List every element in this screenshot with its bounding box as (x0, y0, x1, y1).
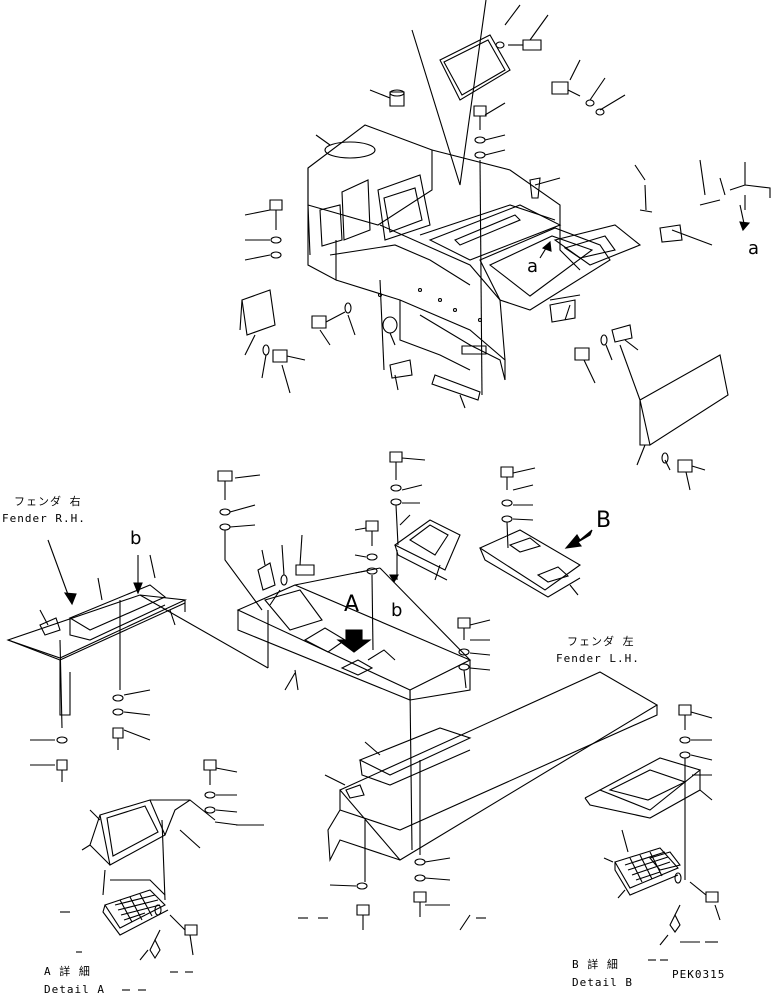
fender-lh (325, 672, 657, 930)
detail-b-label-jp: B 詳 細 (572, 958, 619, 971)
fender-lh-label-en: Fender L.H. (556, 652, 640, 665)
fender-rh-label-en: Fender R.H. (2, 512, 86, 525)
detail-b-label-en: Detail B (572, 976, 633, 989)
detail-a-label-jp: A 詳 細 (44, 965, 91, 978)
view-a-marker: A (344, 592, 360, 617)
ref-a-mid: a (527, 256, 539, 277)
ref-a-top: a (748, 238, 760, 259)
top-cover-plate (412, 0, 510, 185)
ref-b-left: b (130, 528, 142, 549)
dash-marks (122, 918, 668, 990)
view-b-marker: B (596, 508, 612, 533)
ref-b-mid: b (391, 600, 403, 621)
main-frame-assembly (308, 125, 640, 380)
detail-a (60, 760, 264, 960)
right-side-cover (620, 345, 728, 445)
detail-b (585, 705, 720, 945)
fender-rh (8, 540, 268, 782)
left-small-plate (240, 290, 275, 335)
detail-a-label-en: Detail A (44, 983, 105, 996)
bolt-washer-sets-top (245, 5, 770, 490)
fender-lh-label-jp: フェンダ 左 (567, 635, 635, 648)
part-code: PEK0315 (672, 968, 726, 981)
fender-rh-label-jp: フェンダ 右 (14, 495, 82, 508)
center-step-plate (218, 452, 592, 700)
